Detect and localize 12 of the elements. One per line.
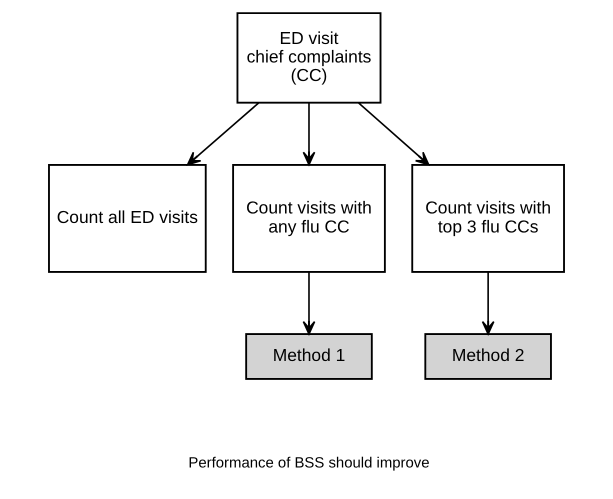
arrow <box>302 272 316 335</box>
arrow <box>358 102 430 166</box>
node-box: Count all ED visits <box>48 164 207 273</box>
label: Performance of BSS should improve <box>188 454 430 472</box>
arrow <box>186 102 260 166</box>
arrow <box>482 272 495 335</box>
node-box: ED visit chief complaints (CC) <box>236 12 382 104</box>
node-box: Count visits with top 3 flu CCs <box>411 164 565 273</box>
arrow <box>302 102 316 166</box>
node-box: Count visits with any flu CC <box>232 164 386 273</box>
node-box: Method 2 <box>424 333 552 380</box>
node-box: Method 1 <box>245 333 373 380</box>
